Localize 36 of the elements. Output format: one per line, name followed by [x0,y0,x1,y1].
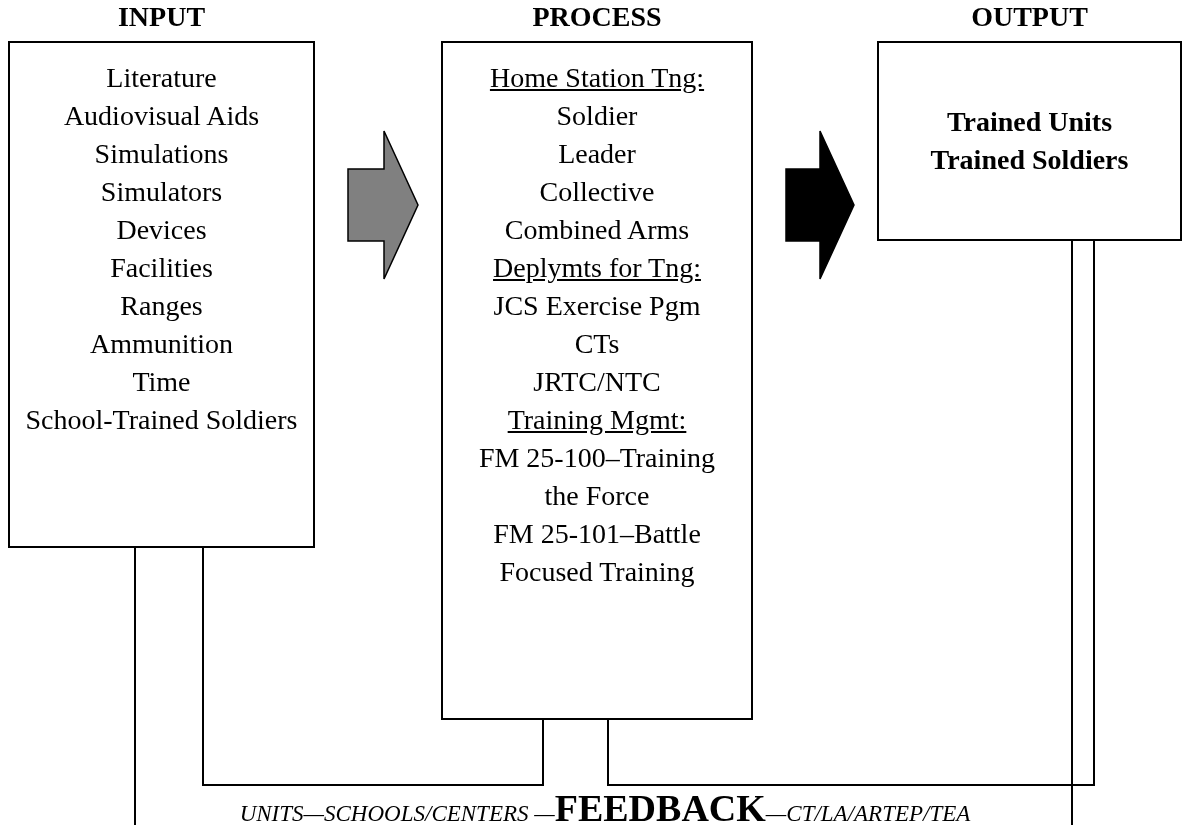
connector-line [202,547,544,786]
list-item: Ranges [119,289,204,323]
feedback-label: UNITS—SCHOOLS/CENTERS — [239,802,555,825]
list-item: Literature [105,61,218,95]
list-item: CTs [573,327,621,361]
column-heading: INPUT [117,0,206,34]
list-item: Trained Soldiers [929,143,1130,177]
list-item: Facilities [109,251,214,285]
block-arrow [785,130,855,280]
block-arrow [347,130,419,280]
section-heading: Deplymts for Tng: [492,251,702,285]
list-item: FM 25-100–Training the Force [477,441,717,513]
list-item: Collective [538,175,656,209]
feedback-title: FEEDBACK [554,789,766,825]
feedback-label: —CT/LA/ARTEP/TEA [765,802,971,825]
list-item: Ammunition [88,327,235,361]
column-heading: PROCESS [532,0,662,34]
connector-line [134,547,136,825]
list-item: Simulations [93,137,230,171]
list-item: Soldier [555,99,639,133]
section-heading: Home Station Tng: [488,61,706,95]
connector-line [1071,240,1073,825]
list-item: Simulators [99,175,224,209]
list-item: Trained Units [945,105,1114,139]
list-item: School-Trained Soldiers [24,403,299,437]
column-heading: OUTPUT [971,0,1088,34]
connector-line [607,240,1095,786]
section-heading: Training Mgmt: [506,403,688,437]
list-item: JCS Exercise Pgm [492,289,702,323]
list-item: Time [131,365,192,399]
list-item: FM 25-101–Battle Focused Training [492,517,702,589]
list-item: JRTC/NTC [532,365,662,399]
list-item: Combined Arms [503,213,691,247]
list-item: Leader [557,137,637,171]
list-item: Devices [115,213,208,247]
list-item: Audiovisual Aids [62,99,261,133]
